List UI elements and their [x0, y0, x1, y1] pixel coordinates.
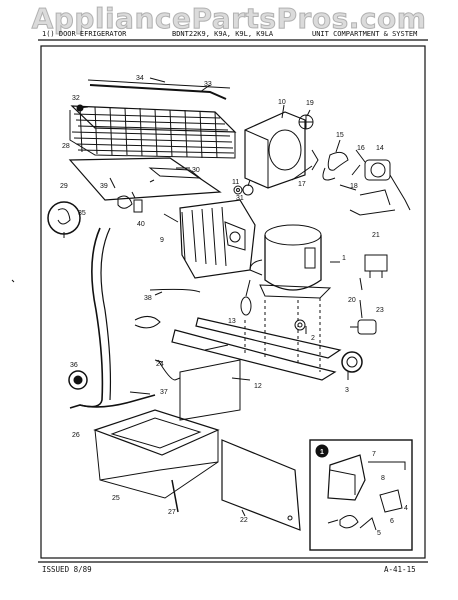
callout-31: 31 [236, 195, 244, 202]
callout-16: 16 [357, 145, 365, 152]
header-section: UNIT COMPARTMENT & SYSTEM [312, 30, 418, 38]
evaporator-coil [179, 199, 256, 279]
callout-22: 22 [240, 517, 248, 524]
base-rails [171, 317, 342, 421]
callout-19: 19 [306, 100, 314, 107]
callout-21: 21 [372, 232, 380, 239]
callout-30: 30 [192, 167, 200, 174]
drain-tray [93, 409, 220, 499]
callout-27: 27 [168, 509, 176, 516]
callout-33: 33 [204, 81, 212, 88]
callout-17: 17 [298, 181, 306, 188]
callout-32: 32 [72, 95, 80, 102]
condenser-coil [69, 104, 237, 159]
callout-2: 2 [311, 335, 315, 342]
inset-circle [47, 201, 81, 235]
callout-24: 24 [156, 361, 164, 368]
fan-motor [351, 159, 411, 211]
callout-12: 12 [254, 383, 262, 390]
callout-38: 38 [144, 295, 152, 302]
callout-23: 23 [376, 307, 384, 314]
callout-1: 1 [342, 255, 346, 262]
tube-clip [87, 79, 231, 89]
page-number: A-41-15 [384, 565, 416, 574]
callout-40: 40 [137, 221, 145, 228]
header-models: BDNT22K9, K9A, K9L, K9LA [172, 30, 274, 38]
callout-5: 5 [377, 530, 381, 537]
callout-29: 29 [60, 183, 68, 190]
issued-date: ISSUED 8/89 [42, 565, 92, 574]
callout-3: 3 [345, 387, 349, 394]
callout-11: 11 [232, 179, 239, 186]
motor-bracket [349, 209, 396, 216]
callout-18: 18 [350, 183, 358, 190]
callout-8: 8 [381, 475, 385, 482]
rear-cover-panel [221, 439, 301, 531]
callout-34: 34 [136, 75, 144, 82]
callout-labels: 34 33 32 28 29 30 10 19 15 16 14 17 18 1… [60, 75, 408, 537]
callout-28: 28 [62, 143, 70, 150]
fan-shroud [244, 111, 306, 189]
start-relay [364, 254, 388, 272]
header-title: 1() DOOR EFRIGERATOR [42, 30, 127, 38]
diagram-frame [40, 45, 426, 559]
callout-4: 4 [404, 505, 408, 512]
callout-14: 14 [376, 145, 384, 152]
callout-37: 37 [160, 389, 168, 396]
callout-35: 35 [78, 210, 86, 217]
callout-26: 26 [72, 432, 80, 439]
drain-tube [89, 84, 227, 100]
callout-36: 36 [70, 362, 78, 369]
callout-6: 6 [390, 518, 394, 525]
callout-13: 13 [228, 318, 236, 325]
callout-15: 15 [336, 132, 344, 139]
drain-pan [68, 157, 222, 201]
inset-box [309, 439, 413, 551]
compressor [249, 224, 332, 299]
callout-10: 10 [278, 99, 286, 106]
fan-blade [327, 151, 349, 171]
bracket [148, 167, 202, 179]
callout-39: 39 [100, 183, 108, 190]
inset-marker: 1 [320, 449, 324, 456]
callout-7: 7 [372, 451, 376, 458]
callout-20: 20 [348, 297, 356, 304]
callout-9: 9 [160, 237, 164, 244]
callout-25: 25 [112, 495, 120, 502]
watermark: AppliancePartsPros.com [31, 2, 427, 36]
